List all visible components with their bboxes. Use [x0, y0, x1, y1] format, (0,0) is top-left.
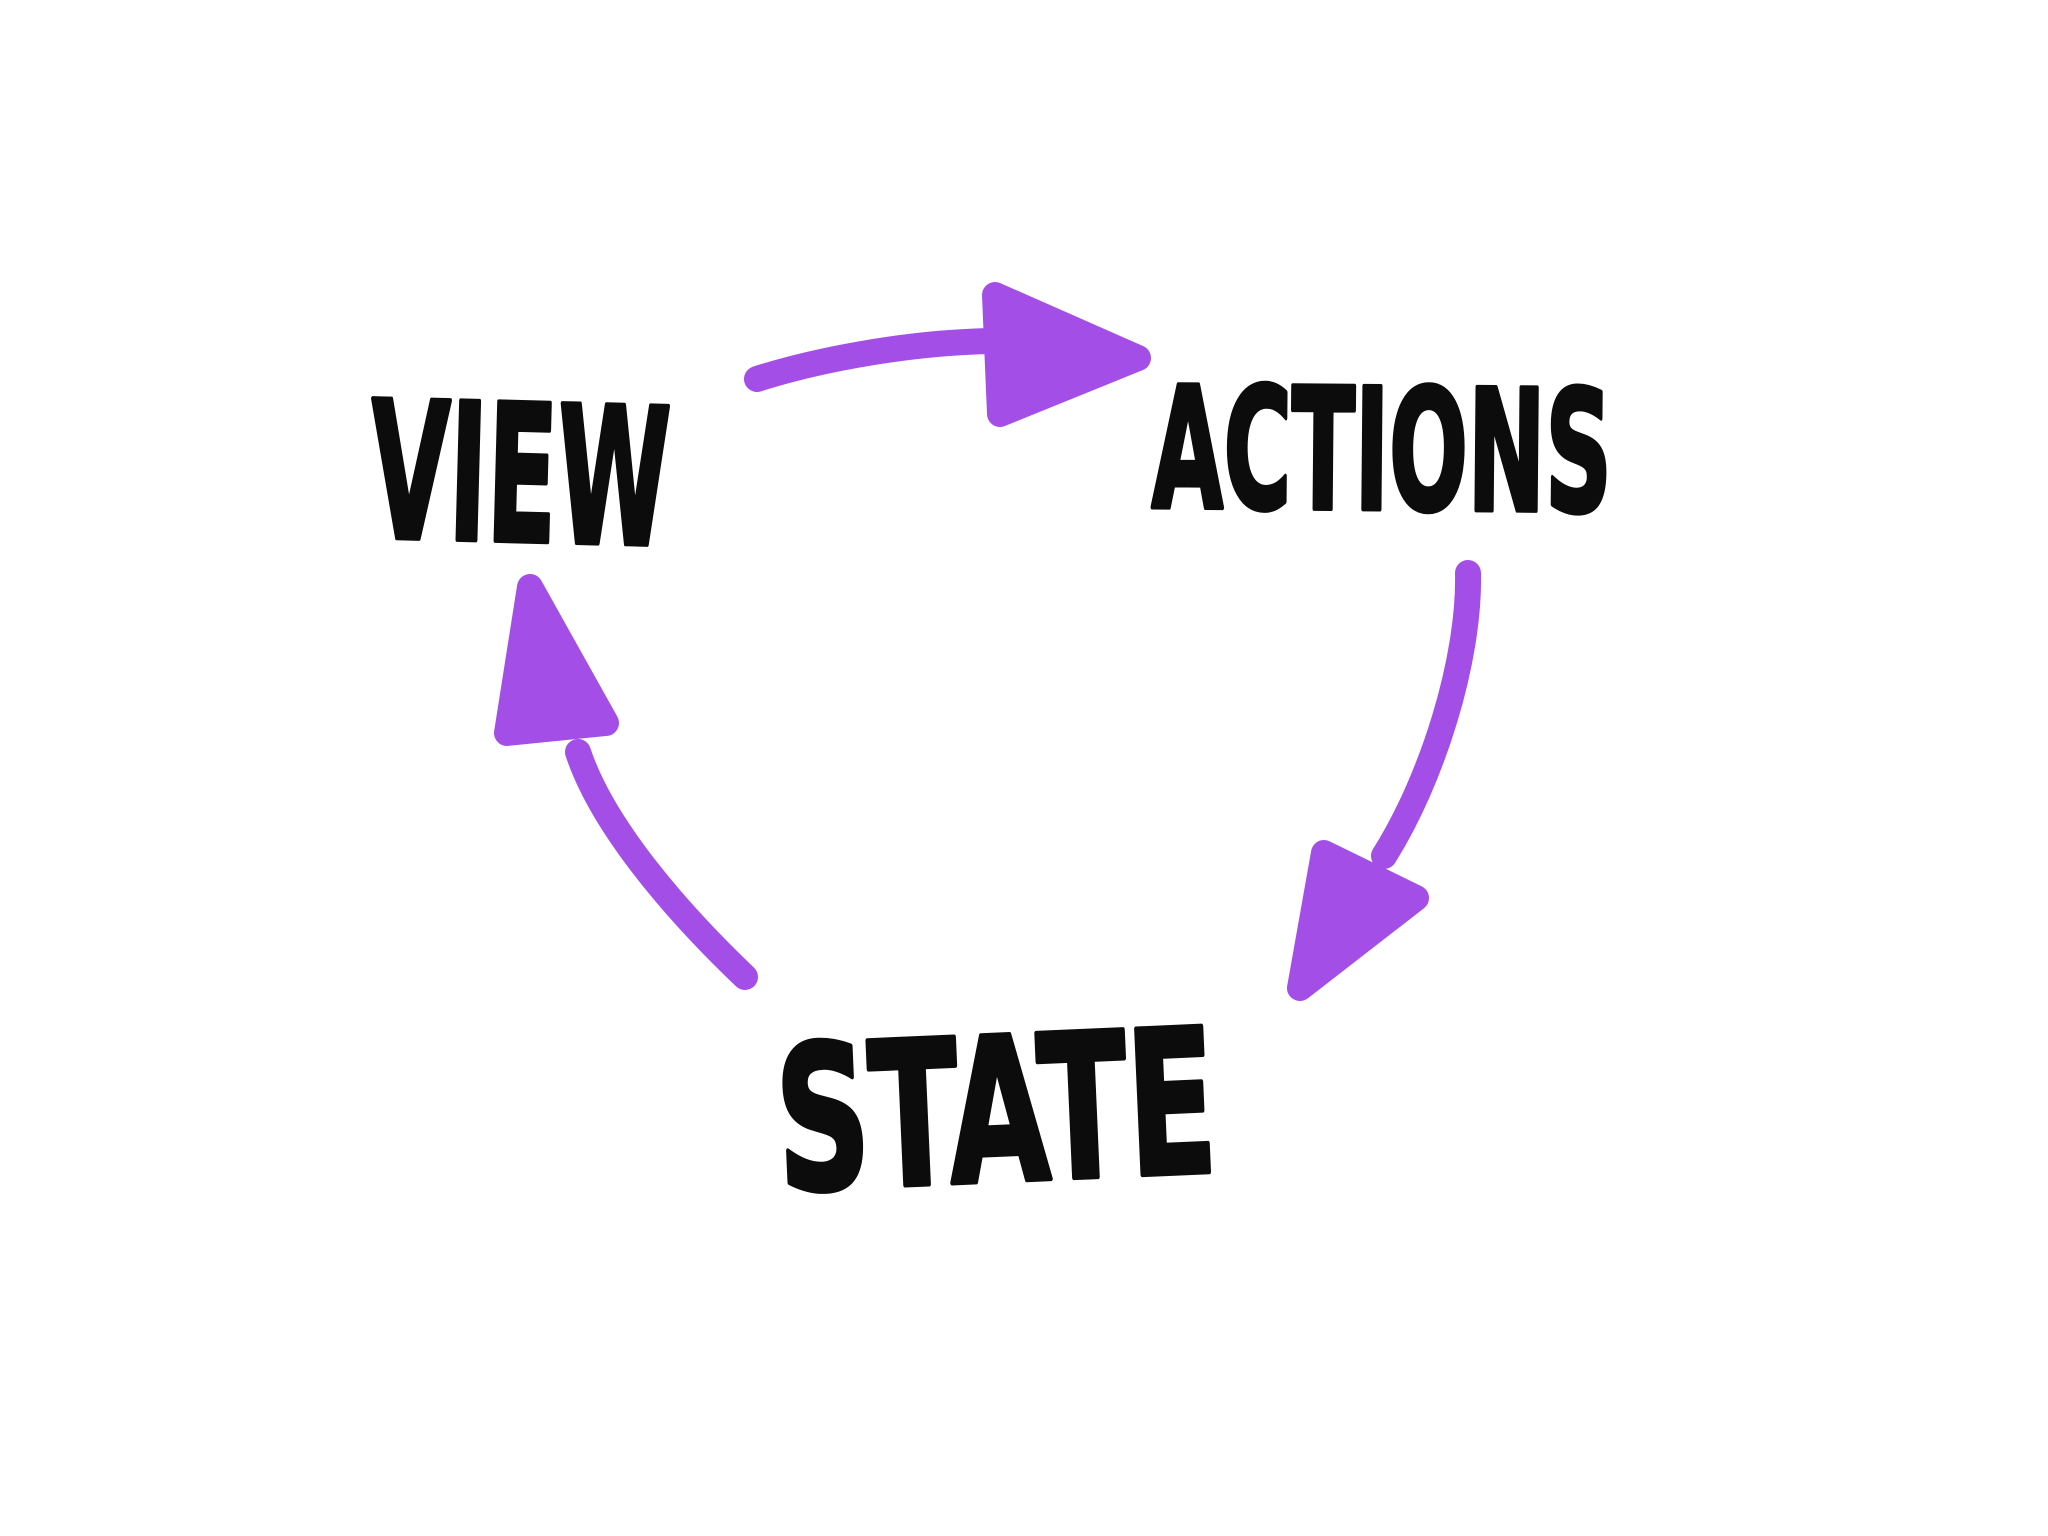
arrow-head-down-left-icon [1287, 840, 1429, 1001]
arrow-actions-to-state [1287, 560, 1482, 1001]
arrow-head-right-icon [982, 282, 1151, 427]
arrow-shaft-state-to-view [565, 739, 758, 990]
node-label-view: VIEW [367, 361, 673, 590]
arrow-shaft-view-to-actions [744, 328, 1003, 392]
node-label-state: STATE [771, 987, 1221, 1239]
node-label-actions: ACTIONS [1151, 351, 1613, 551]
arrow-head-up-icon [494, 574, 619, 746]
arrow-shaft-actions-to-state [1371, 560, 1482, 869]
arrow-view-to-actions [744, 282, 1151, 427]
arrow-state-to-view [494, 574, 758, 990]
